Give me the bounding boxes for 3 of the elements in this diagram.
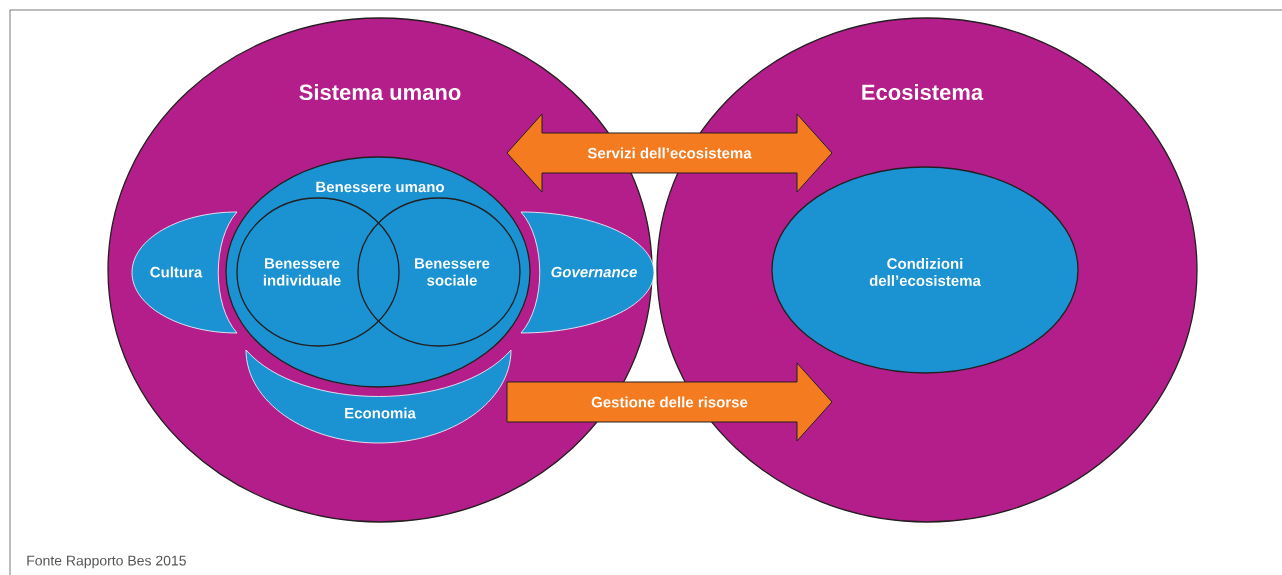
block-arrow <box>506 362 833 442</box>
block-arrow <box>506 113 833 193</box>
source-note: Fonte Rapporto Bes 2015 <box>27 555 186 569</box>
